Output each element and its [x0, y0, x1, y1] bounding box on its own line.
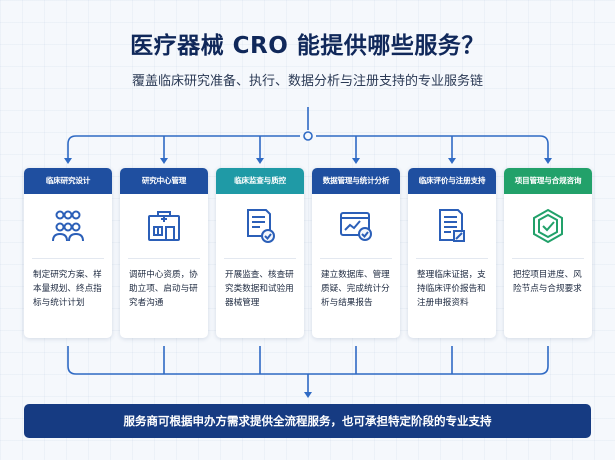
card-title: 临床研究设计 — [24, 168, 112, 194]
service-card-monitoring: 临床监查与质控 开展监查、核查研究类数据和试验用器械管理 — [216, 168, 304, 338]
hospital-building-icon — [148, 211, 180, 241]
card-description: 制定研究方案、样本量规划、终点指标与统计计划 — [33, 270, 102, 308]
service-card-data-stats: 数据管理与统计分析 建立数据库、管理质疑、完成统计分析与结果报告 — [312, 168, 400, 338]
top-connector-line — [67, 135, 300, 160]
card-title: 临床评价与注册支持 — [408, 168, 496, 194]
people-group-icon — [52, 210, 84, 242]
bottom-connector-line — [67, 346, 549, 375]
shield-check-icon — [533, 208, 563, 244]
card-title: 临床监查与质控 — [216, 168, 304, 194]
data-chart-icon — [340, 212, 372, 241]
footer-banner: 服务商可根据申办方需求提供全流程服务，也可承担特定阶段的专业支持 — [24, 404, 591, 438]
checked-document-icon — [247, 209, 275, 243]
card-description: 开展监查、核查研究类数据和试验用器械管理 — [225, 270, 294, 308]
card-title: 数据管理与统计分析 — [312, 168, 400, 194]
card-title: 项目管理与合规咨询 — [504, 168, 592, 194]
top-connector-line-right — [316, 135, 549, 160]
top-connector-node — [303, 131, 313, 141]
card-title: 研究中心管理 — [120, 168, 208, 194]
card-description: 整理临床证据，支持临床评价报告和注册申报资料 — [417, 270, 486, 308]
card-description: 建立数据库、管理质疑、完成统计分析与结果报告 — [321, 270, 390, 308]
service-card-project-compliance: 项目管理与合规咨询 把控项目进度、风险节点与合规要求 — [504, 168, 592, 338]
page-title: 医疗器械 CRO 能提供哪些服务？ — [130, 33, 485, 59]
page-subtitle: 覆盖临床研究准备、执行、数据分析与注册支持的专业服务链 — [131, 74, 483, 89]
service-card-site-management: 研究中心管理 调研中心资质，协助立项、启动与研究者沟通 — [120, 168, 208, 338]
registration-document-icon — [439, 209, 465, 242]
card-description: 把控项目进度、风险节点与合规要求 — [513, 270, 582, 294]
card-description: 调研中心资质，协助立项、启动与研究者沟通 — [129, 270, 198, 308]
service-card-registration: 临床评价与注册支持 整理临床证据，支持临床评价报告和注册申报资料 — [408, 168, 496, 338]
service-card-clinical-design: 临床研究设计 制定研究方案、样本量规划、终点指标与统计计划 — [24, 168, 112, 338]
